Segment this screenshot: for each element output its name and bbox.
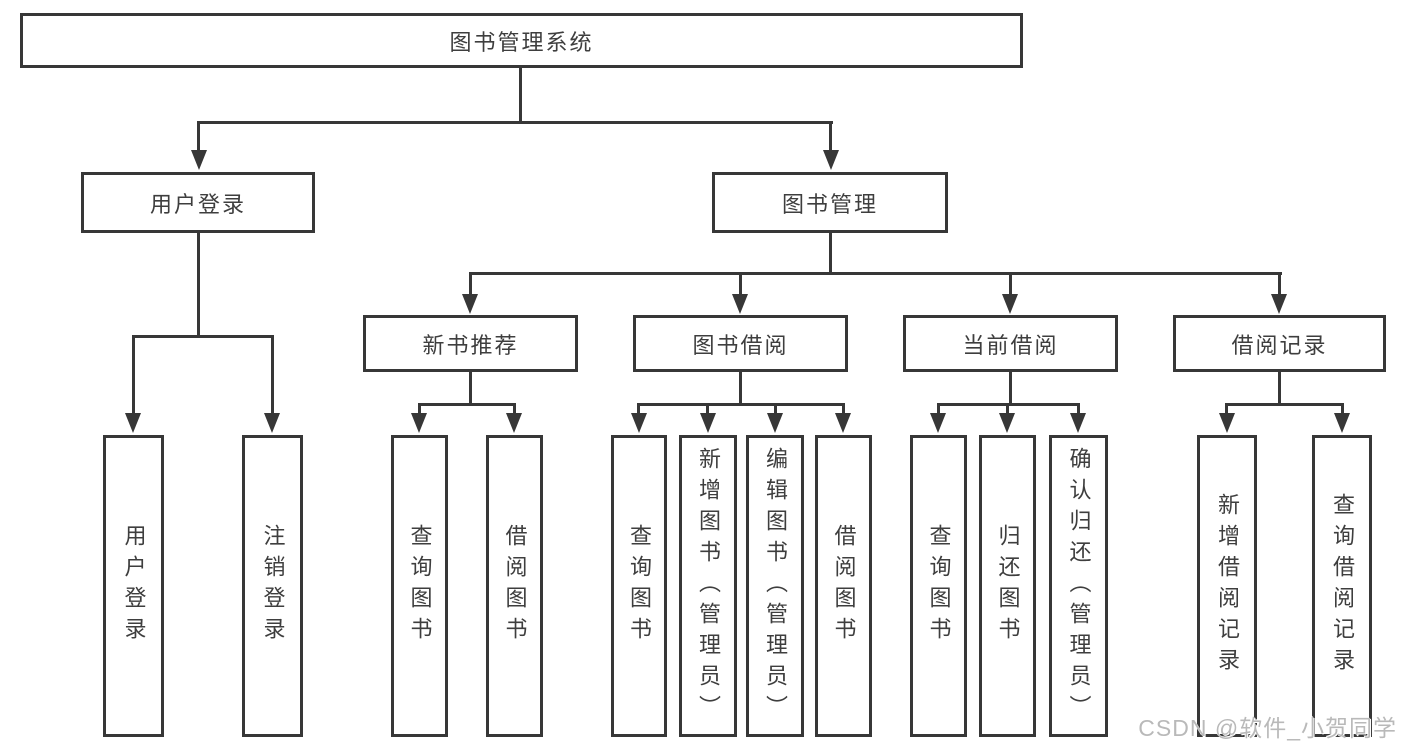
connector-vline xyxy=(1009,272,1012,294)
connector-vline xyxy=(1077,403,1080,414)
leaf-return-books: 归还图书 xyxy=(979,435,1036,737)
node-new-book-recommendation: 新书推荐 xyxy=(363,315,578,372)
arrowhead-down-icon xyxy=(999,413,1015,433)
connector-vline xyxy=(513,403,516,414)
connector-vline xyxy=(1225,403,1228,414)
csdn-watermark: CSDN @软件_小贺同学 xyxy=(1138,715,1397,741)
connector-vline xyxy=(1009,370,1012,406)
connector-vline xyxy=(469,370,472,406)
connector-hline xyxy=(469,272,1282,275)
connector-vline xyxy=(739,370,742,406)
connector-vline xyxy=(774,403,777,414)
connector-vline xyxy=(197,121,200,152)
leaf-borrow-books: 借阅图书 xyxy=(815,435,872,737)
connector-vline xyxy=(829,231,832,275)
arrowhead-down-icon xyxy=(1070,413,1086,433)
connector-vline xyxy=(842,403,845,414)
leaf-logout: 注销登录 xyxy=(242,435,303,737)
arrowhead-down-icon xyxy=(462,294,478,314)
leaf-query-books-borrow: 查询图书 xyxy=(611,435,667,737)
node-user-login: 用户登录 xyxy=(81,172,315,233)
arrowhead-down-icon xyxy=(835,413,851,433)
leaf-edit-book-admin: 编辑图书（管理员） xyxy=(746,435,804,737)
connector-vline xyxy=(706,403,709,414)
arrowhead-down-icon xyxy=(631,413,647,433)
connector-vline xyxy=(637,403,640,414)
arrowhead-down-icon xyxy=(732,294,748,314)
leaf-add-book-admin: 新增图书（管理员） xyxy=(679,435,737,737)
connector-vline xyxy=(1278,370,1281,406)
arrowhead-down-icon xyxy=(264,413,280,433)
arrowhead-down-icon xyxy=(125,413,141,433)
node-current-borrowing: 当前借阅 xyxy=(903,315,1118,372)
connector-vline xyxy=(519,66,522,124)
connector-hline xyxy=(637,403,845,406)
arrowhead-down-icon xyxy=(1219,413,1235,433)
arrowhead-down-icon xyxy=(1002,294,1018,314)
leaf-user-login: 用户登录 xyxy=(103,435,164,737)
connector-hline xyxy=(418,403,516,406)
connector-vline xyxy=(1006,403,1009,414)
leaf-confirm-return-admin: 确认归还（管理员） xyxy=(1049,435,1108,737)
connector-vline xyxy=(469,272,472,294)
connector-vline xyxy=(1341,403,1344,414)
leaf-add-borrow-record: 新增借阅记录 xyxy=(1197,435,1257,737)
connector-vline xyxy=(739,272,742,294)
arrowhead-down-icon xyxy=(823,150,839,170)
arrowhead-down-icon xyxy=(506,413,522,433)
node-book-management: 图书管理 xyxy=(712,172,948,233)
connector-vline xyxy=(132,335,135,414)
connector-vline xyxy=(271,335,274,414)
arrowhead-down-icon xyxy=(411,413,427,433)
arrowhead-down-icon xyxy=(700,413,716,433)
leaf-borrow-books-recommend: 借阅图书 xyxy=(486,435,543,737)
arrowhead-down-icon xyxy=(191,150,207,170)
leaf-query-borrow-record: 查询借阅记录 xyxy=(1312,435,1372,737)
connector-vline xyxy=(1278,272,1281,294)
leaf-query-books-recommend: 查询图书 xyxy=(391,435,448,737)
connector-vline xyxy=(197,231,200,338)
connector-vline xyxy=(937,403,940,414)
arrowhead-down-icon xyxy=(1271,294,1287,314)
node-library-management-system: 图书管理系统 xyxy=(20,13,1023,68)
connector-hline xyxy=(197,121,833,124)
connector-vline xyxy=(418,403,421,414)
arrowhead-down-icon xyxy=(930,413,946,433)
connector-hline xyxy=(1225,403,1344,406)
connector-hline xyxy=(132,335,274,338)
node-book-borrowing: 图书借阅 xyxy=(633,315,848,372)
leaf-query-books-current: 查询图书 xyxy=(910,435,967,737)
arrowhead-down-icon xyxy=(1334,413,1350,433)
connector-vline xyxy=(829,121,832,152)
node-borrowing-records: 借阅记录 xyxy=(1173,315,1386,372)
arrowhead-down-icon xyxy=(767,413,783,433)
